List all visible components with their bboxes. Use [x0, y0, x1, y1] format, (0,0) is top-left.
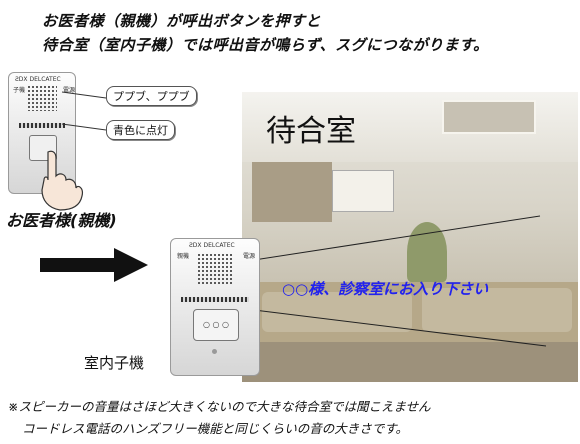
- callout-connector-icon: [61, 91, 107, 131]
- speaker-grille-icon: [27, 85, 57, 111]
- plant-icon: [407, 222, 447, 282]
- parent-unit-brand: ƧDX DELCATEC: [15, 76, 61, 83]
- finger-press-icon: [41, 150, 83, 211]
- announcement-text: ○○様、診察室にお入り下さい: [282, 280, 489, 298]
- indicator-lamp-icon-2: [181, 297, 249, 302]
- talk-button[interactable]: ○ ○ ○: [193, 309, 239, 341]
- scene-title: 待合室: [266, 114, 356, 149]
- child-unit-caption: 室内子機: [84, 354, 145, 372]
- waiting-room-photo: 待合室 ○○様、診察室にお入り下さい: [242, 92, 578, 382]
- ceiling-light-icon: [442, 100, 536, 134]
- child-unit: ƧDX DELCATEC 親機 電源 ○ ○ ○: [170, 238, 260, 376]
- headline-line-1: お医者様（親機）が呼出ボタンを押すと: [42, 12, 322, 30]
- callout-sound: ププブ、ププブ: [106, 86, 197, 106]
- headline-line-2: 待合室（室内子機）では呼出音が鳴らず、スグにつながります。: [42, 36, 489, 54]
- arrow-right-icon: [40, 248, 148, 282]
- callout-light: 青色に点灯: [106, 120, 175, 140]
- parent-unit-label-right: 電源: [63, 87, 76, 94]
- child-unit-label-right: 電源: [243, 253, 256, 260]
- sofa-icon: [262, 292, 412, 332]
- child-unit-label-left: 親機: [177, 253, 190, 260]
- parent-unit-caption: お医者様(親機): [6, 211, 117, 230]
- indicator-lamp-icon: [19, 123, 65, 128]
- sound-line-icon: [253, 215, 547, 347]
- sofa-icon-2: [422, 288, 572, 332]
- parent-unit-label-left: 子機: [13, 87, 26, 94]
- note-line-1: ※スピーカーの音量はさほど大きくないので大きな待合室では聞こえません: [8, 399, 431, 414]
- status-led-icon: [212, 349, 217, 354]
- note-line-2: コードレス電話のハンズフリー機能と同じくらいの音の大きさです。: [22, 421, 409, 436]
- speaker-grille-icon-2: [197, 253, 233, 285]
- child-unit-brand: ƧDX DELCATEC: [189, 242, 235, 249]
